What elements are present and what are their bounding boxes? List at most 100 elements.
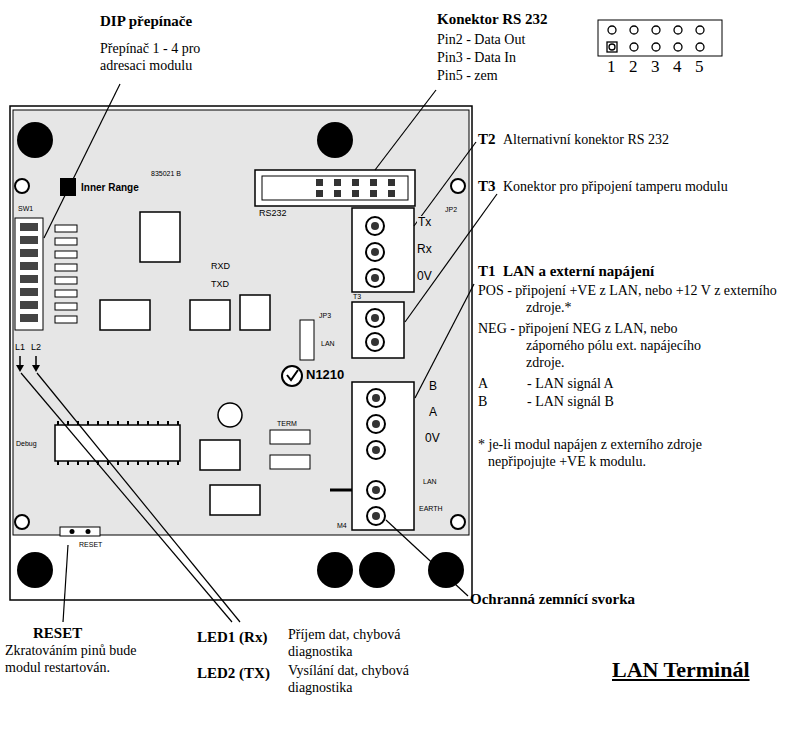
header-pin: [674, 43, 682, 51]
rs232-connector: [255, 170, 415, 206]
terminal-screw: [367, 507, 385, 525]
resistor-symbol: [55, 238, 77, 245]
header-pin: [630, 26, 638, 34]
earth-strap: [330, 489, 352, 492]
header-pin: [674, 26, 682, 34]
silk-label: TXD: [210, 280, 230, 289]
silk-label: SW1: [17, 205, 34, 212]
terminal-screw: [367, 481, 385, 499]
header-pin: [696, 43, 704, 51]
terminal-screw-core: [371, 222, 379, 230]
callout-text: Příjem dat, chybová diagnostika: [288, 626, 438, 660]
connector-pin: [370, 190, 377, 197]
dip-lever: [20, 275, 38, 283]
silk-label: T3: [352, 293, 362, 300]
ic-chip: [240, 295, 270, 330]
dip-lever: [20, 314, 38, 322]
led-arrow: [35, 356, 37, 366]
silk-label: 0V: [424, 432, 441, 444]
connector-pin: [388, 179, 395, 186]
silk-label: JP3: [318, 312, 332, 319]
pin-name: Pin2 - Data Out: [437, 31, 525, 48]
silk-label: B: [428, 380, 438, 392]
callout-number: T2: [478, 130, 496, 148]
resistor-symbol: [55, 290, 77, 297]
silk-label: LAN: [320, 340, 336, 347]
silk-label: L1: [14, 343, 26, 352]
silk-label: JP2: [444, 206, 458, 213]
dip-lever: [20, 262, 38, 270]
mounting-hole: [15, 515, 29, 529]
crystal: [218, 403, 242, 427]
led-arrow-head: [32, 365, 40, 372]
silk-label: Tx: [417, 216, 432, 228]
terminal-screw: [366, 269, 384, 287]
leader-line: [21, 373, 232, 622]
silk-label: RS232: [258, 209, 288, 218]
terminal-block-t1: [352, 382, 414, 530]
dip-lever: [20, 236, 38, 244]
reset-pin: [86, 529, 91, 534]
ic-chip: [100, 300, 150, 330]
callout-heading: LED2 (TX): [197, 664, 270, 682]
connector-pin: [352, 179, 359, 186]
mounting-disc: [317, 552, 353, 588]
terminal-block-t2: [352, 208, 414, 292]
ic-chip: [140, 212, 180, 262]
mounting-disc: [428, 552, 464, 588]
ic-chip: [200, 440, 240, 470]
callout-text: Alternativní konektor RS 232: [503, 131, 669, 148]
terminal-screw-core: [372, 512, 380, 520]
callout-heading: Ochranná zemnící svorka: [470, 590, 635, 608]
terminal-screw-core: [371, 314, 379, 322]
silk-label: EARTH: [418, 505, 444, 512]
terminal-note: POS - připojení +VE z LAN, nebo +12 V z …: [478, 282, 778, 316]
callout-heading: Konektor RS 232: [437, 10, 548, 28]
mounting-disc: [17, 122, 53, 158]
resistor-symbol: [55, 277, 77, 284]
connector-pin: [316, 179, 323, 186]
header-pin-first: [607, 42, 617, 52]
pin-number: 2: [629, 58, 638, 76]
callout-text: Vysílání dat, chybová diagnostika: [288, 662, 438, 696]
pin-name: Pin3 - Data In: [437, 49, 516, 66]
terminal-screw: [367, 415, 385, 433]
connector-pin: [388, 190, 395, 197]
jumper-term: [270, 430, 310, 444]
silk-label: N1210: [305, 368, 345, 381]
header-pin: [609, 44, 615, 50]
terminal-block-t3: [352, 302, 404, 358]
terminal-screw-core: [371, 248, 379, 256]
dip-lever: [20, 223, 38, 231]
terminal-note: - LAN signál A: [527, 375, 614, 392]
callout-heading: DIP přepínače: [100, 12, 192, 30]
pcb-board: [13, 110, 469, 535]
pin-number: 4: [673, 58, 682, 76]
mounting-disc: [317, 122, 353, 158]
silk-label: Rx: [416, 243, 433, 255]
resistor-symbol: [55, 251, 77, 258]
dip-lever: [20, 301, 38, 309]
ic-chip: [55, 425, 180, 461]
terminal-screw-core: [372, 486, 380, 494]
silk-label: 0V: [416, 270, 433, 282]
resistor-symbol: [55, 303, 77, 310]
header-pin: [608, 26, 616, 34]
resistor-symbol: [55, 316, 77, 323]
callout-number: T1: [478, 262, 496, 280]
silk-label: 835021 B: [150, 170, 182, 177]
silk-label: RESET: [78, 541, 103, 548]
leader-line: [37, 373, 240, 622]
leader-line: [375, 90, 436, 170]
resistor-symbol: [55, 225, 77, 232]
header-pin: [652, 26, 660, 34]
terminal-note: NEG - připojení NEG z LAN, nebo zápornéh…: [478, 320, 728, 371]
header-pin: [630, 43, 638, 51]
terminal-screw-core: [371, 274, 379, 282]
leader-line: [414, 142, 476, 226]
signal-name: A: [478, 375, 488, 392]
dip-lever: [20, 288, 38, 296]
header-pin: [696, 26, 704, 34]
terminal-screw-core: [371, 338, 379, 346]
